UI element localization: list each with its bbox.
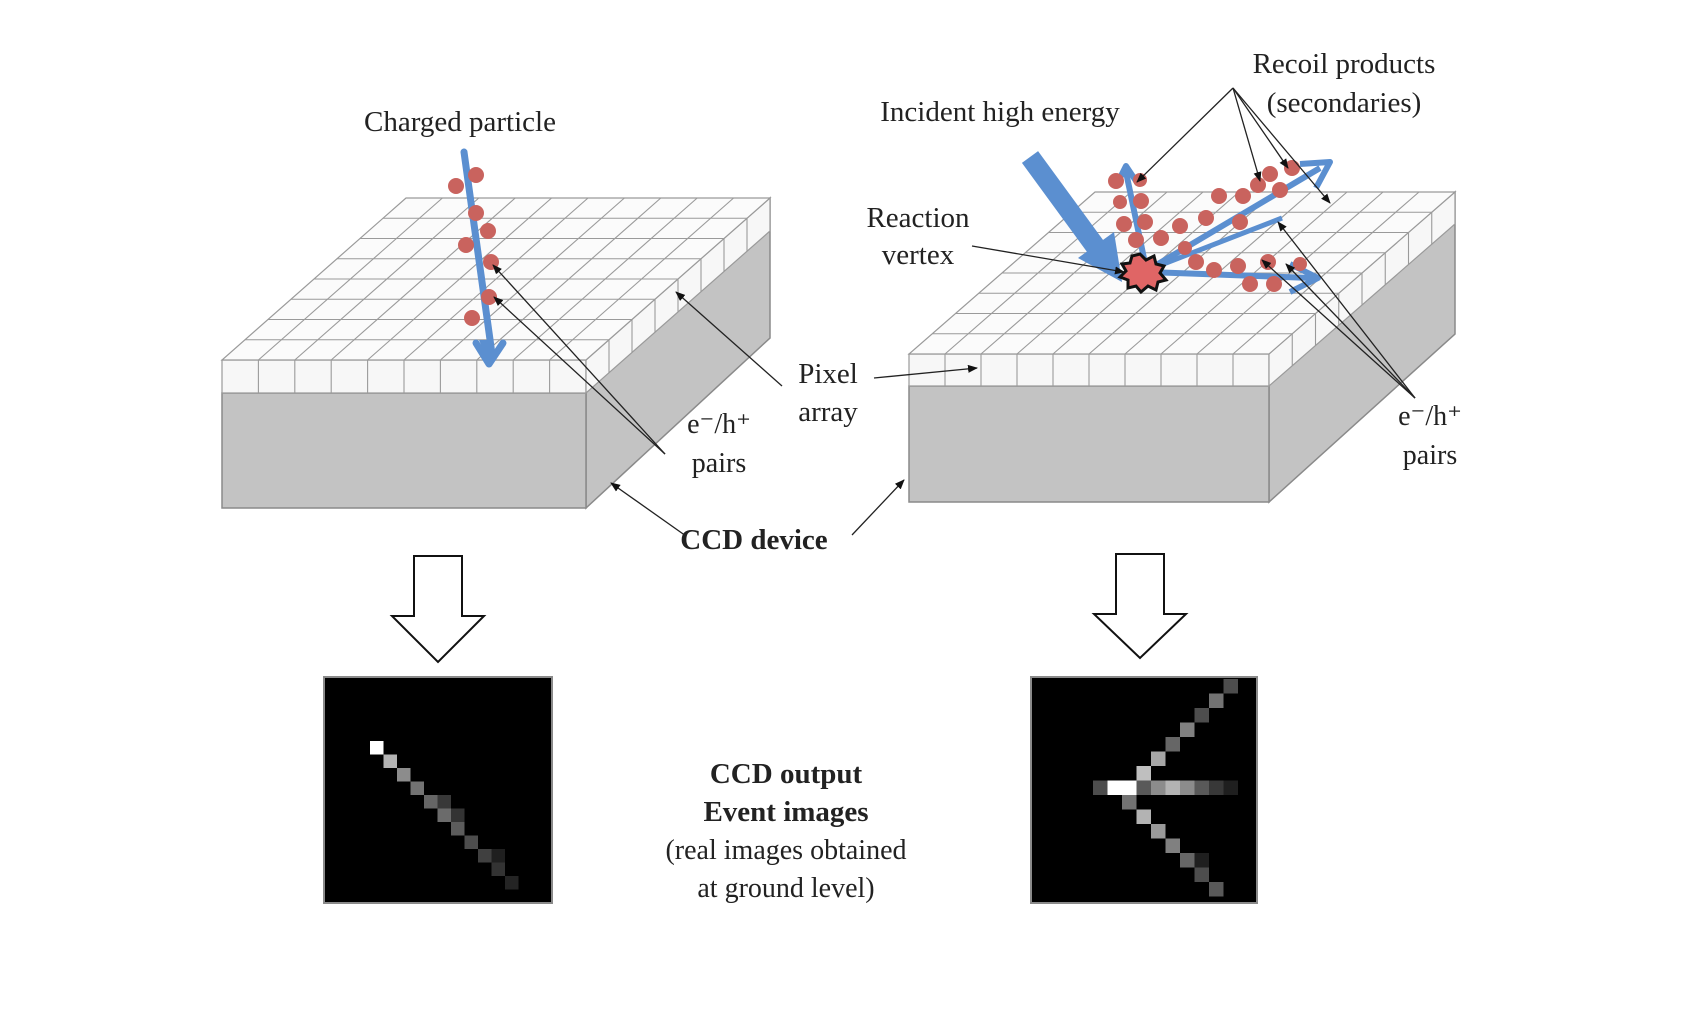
- label-ccd-output: CCD output: [710, 758, 863, 790]
- event-pixel: [1194, 780, 1209, 795]
- event-pixel: [1136, 766, 1151, 781]
- event-pixel: [1209, 780, 1224, 795]
- event-pixel: [1223, 679, 1238, 694]
- event-pixel: [1194, 708, 1209, 723]
- label-vertex: vertex: [882, 239, 955, 271]
- label-charged-particle: Charged particle: [364, 106, 556, 138]
- event-pixel: [451, 822, 465, 836]
- event-pixel: [1194, 867, 1209, 882]
- event-pixel: [397, 768, 411, 782]
- label-ccd-device: CCD device: [680, 524, 828, 556]
- event-pixel: [491, 862, 505, 876]
- event-pixel: [1151, 824, 1166, 839]
- incident-beam: [1021, 151, 1107, 256]
- event-pixel: [1165, 780, 1180, 795]
- label-eh-left: e⁻/h⁺: [687, 409, 751, 440]
- event-pixel: [370, 741, 384, 755]
- reaction-vertex-star: [1117, 252, 1169, 295]
- event-pixel: [1223, 780, 1238, 795]
- event-pixel: [410, 781, 424, 795]
- event-pixel: [1107, 780, 1122, 795]
- event-pixel: [1209, 693, 1224, 708]
- event-pixel: [1136, 780, 1151, 795]
- event-pixel: [1093, 780, 1108, 795]
- annotation-pointers: [492, 87, 1416, 537]
- label-recoil-products: Recoil products: [1253, 48, 1436, 80]
- right-ccd-block: [907, 190, 1457, 504]
- label-secondaries: (secondaries): [1267, 87, 1422, 119]
- event-pixel: [1180, 722, 1195, 737]
- event-pixel: [464, 835, 478, 849]
- event-pixel: [437, 795, 451, 809]
- charge-dots-right: [1108, 160, 1307, 292]
- event-pixel: [1165, 838, 1180, 853]
- event-pixel: [1180, 780, 1195, 795]
- right-down-arrow: [1091, 553, 1189, 660]
- label-eh-right: e⁻/h⁺: [1398, 401, 1462, 432]
- label-real-images: (real images obtained: [665, 835, 906, 866]
- label-reaction: Reaction: [866, 202, 970, 234]
- reaction-event: [1021, 151, 1333, 295]
- event-pixel: [437, 808, 451, 822]
- event-pixel: [491, 849, 505, 863]
- event-pixel: [1165, 737, 1180, 752]
- left-event-image: [323, 676, 553, 904]
- event-pixel: [1151, 751, 1166, 766]
- left-pixel-grid: [245, 197, 748, 393]
- left-down-arrow: [389, 555, 487, 664]
- event-pixel: [1209, 882, 1224, 897]
- event-pixel: [424, 795, 438, 809]
- event-pixel: [383, 754, 397, 768]
- event-pixel: [1122, 780, 1137, 795]
- event-pixel: [1136, 809, 1151, 824]
- event-pixel: [1151, 780, 1166, 795]
- event-pixel: [1194, 853, 1209, 868]
- label-incident-high-energy: Incident high energy: [880, 96, 1120, 128]
- label-pairs-right: pairs: [1403, 440, 1457, 471]
- right-block-front-face: [908, 385, 1270, 503]
- left-block-front-face: [221, 392, 587, 509]
- event-pixel: [478, 849, 492, 863]
- right-event-image: [1030, 676, 1258, 904]
- event-pixel: [505, 876, 519, 890]
- left-ccd-block: [220, 196, 772, 510]
- label-pairs-left: pairs: [692, 448, 746, 479]
- label-array: array: [798, 396, 858, 428]
- event-pixel: [1122, 795, 1137, 810]
- event-pixel: [1180, 853, 1195, 868]
- charged-particle-track: [448, 148, 507, 368]
- label-pixel: Pixel: [798, 358, 858, 390]
- event-pixel: [451, 808, 465, 822]
- charge-dots-left: [448, 167, 499, 326]
- label-ground-level: at ground level): [697, 873, 874, 904]
- label-event-images: Event images: [703, 796, 868, 828]
